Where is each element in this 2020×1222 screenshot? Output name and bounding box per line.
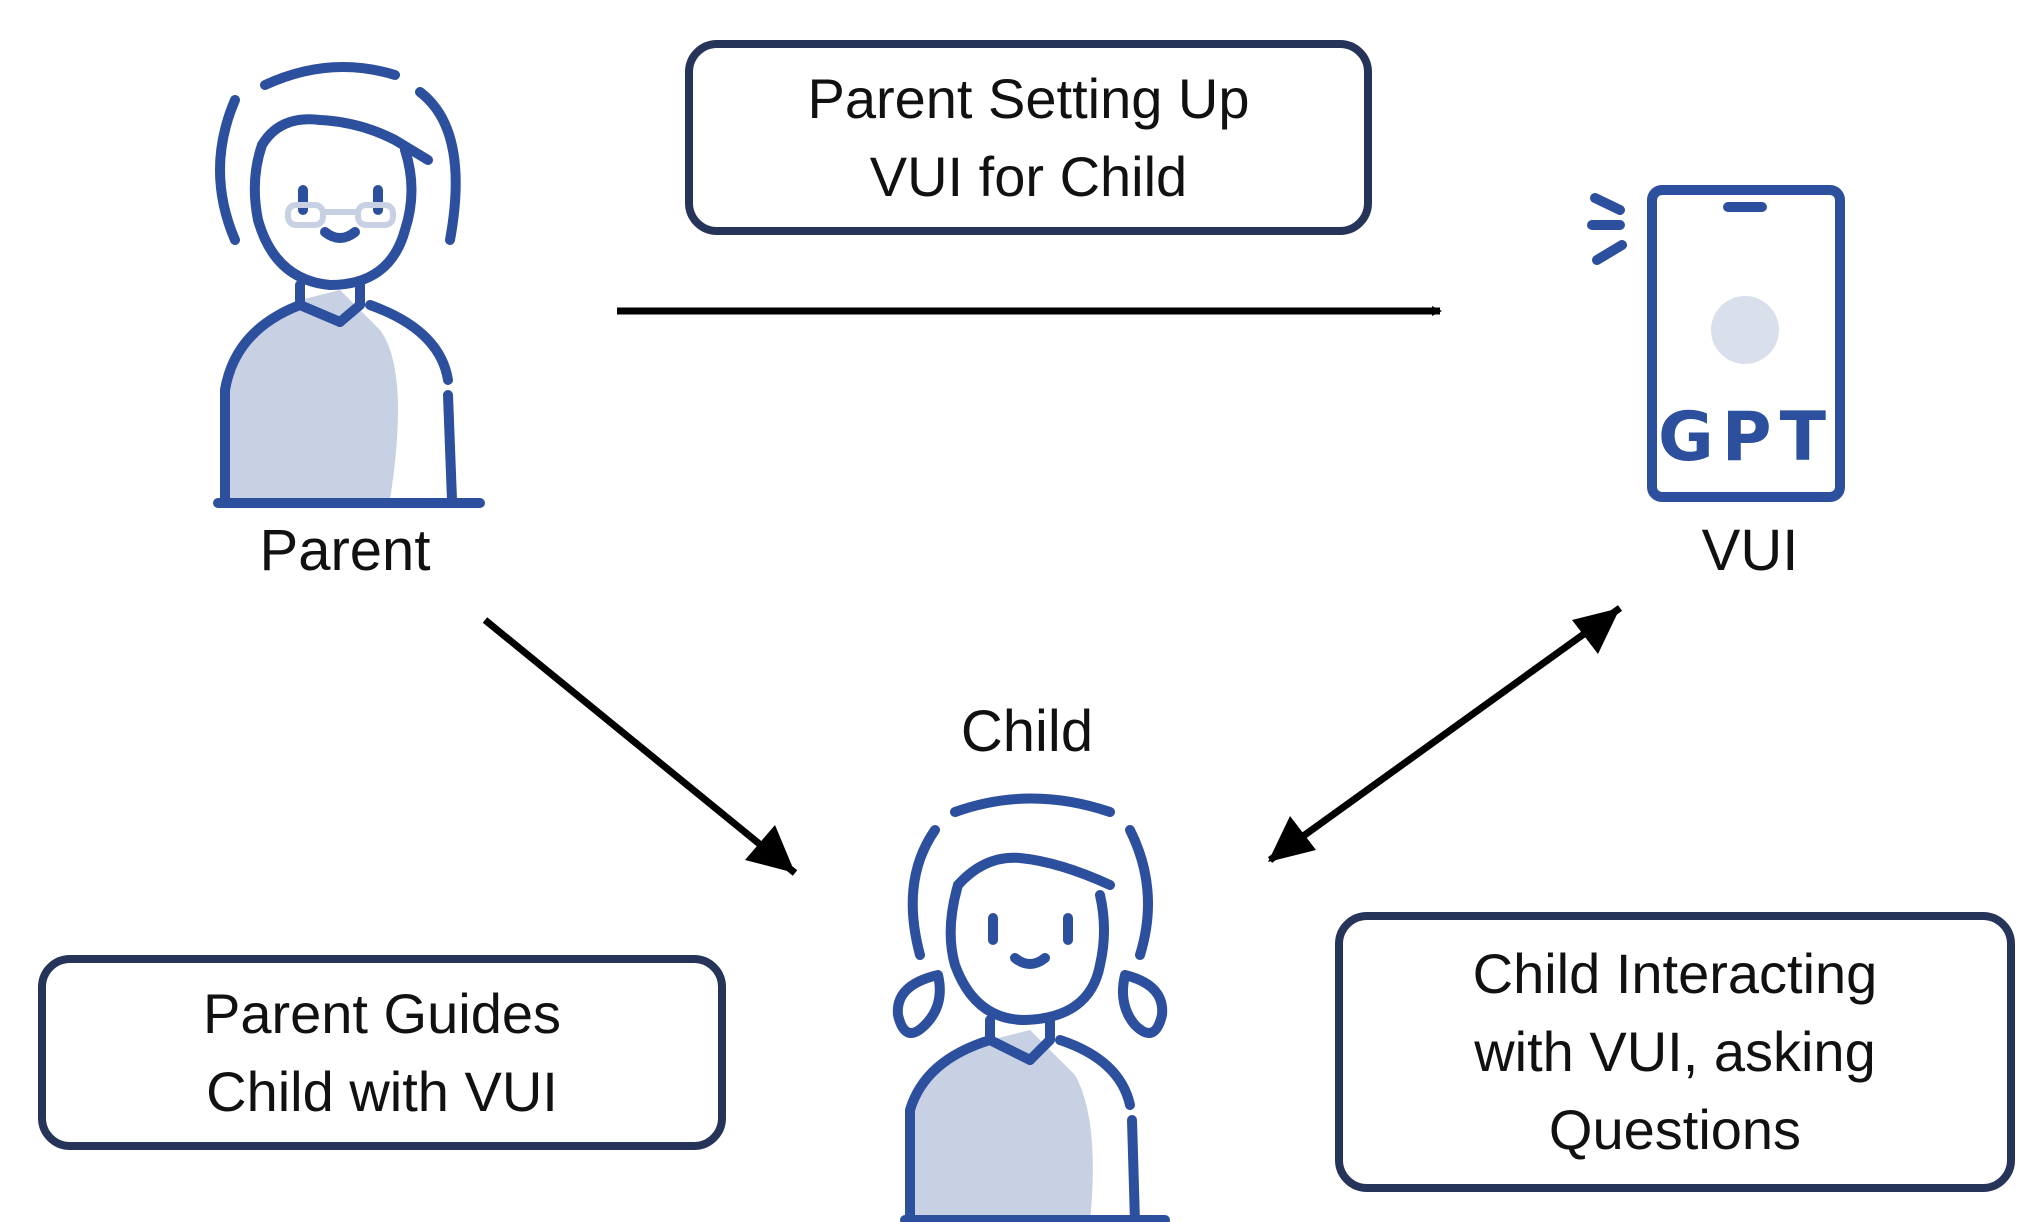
node-label-parent: Parent bbox=[259, 518, 431, 583]
node-label-child: Child bbox=[960, 699, 1094, 764]
arrowhead-to-vui bbox=[1572, 608, 1620, 654]
arrowhead-parent-to-child bbox=[745, 825, 795, 873]
edge-label-interacting: Child Interacting with VUI, asking Quest… bbox=[1472, 942, 1878, 1161]
phone-icon bbox=[1587, 185, 1845, 502]
arrow-child-vui-bidirectional bbox=[1267, 605, 1623, 863]
edge-label-setup: Parent Setting Up VUI for Child bbox=[807, 66, 1250, 208]
edge-label-box-interacting: Child Interacting with VUI, asking Quest… bbox=[1335, 912, 2015, 1192]
arrow-parent-to-child bbox=[482, 617, 798, 876]
node-label-vui: VUI bbox=[1701, 518, 1799, 583]
parent-figure-icon bbox=[213, 62, 485, 508]
edge-label-guides: Parent Guides Child with VUI bbox=[203, 981, 561, 1123]
child-figure-icon bbox=[892, 793, 1170, 1222]
edge-label-box-setup: Parent Setting Up VUI for Child bbox=[685, 40, 1372, 235]
edge-label-box-guides: Parent Guides Child with VUI bbox=[38, 955, 726, 1150]
arrowhead-to-child bbox=[1268, 816, 1316, 862]
phone-screen-text: GPT bbox=[1658, 398, 1834, 477]
